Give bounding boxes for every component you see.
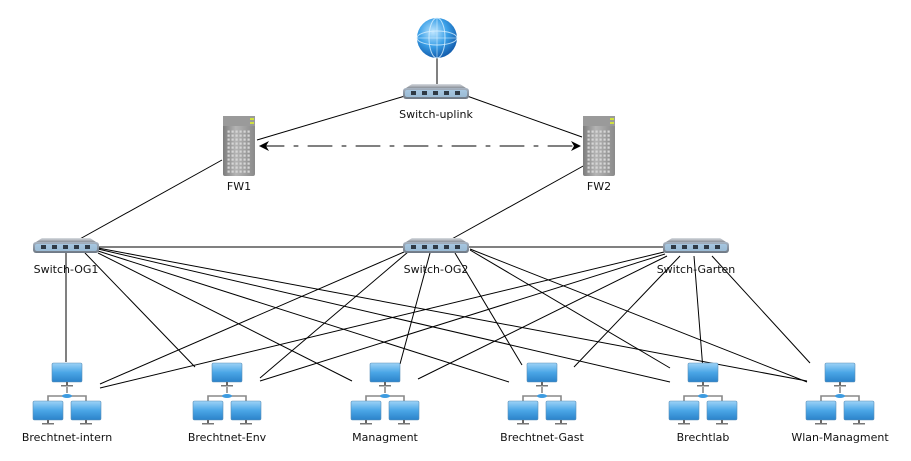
node-label: Switch-uplink (399, 108, 473, 121)
link-switch-og2-to-net-env (259, 251, 409, 379)
server-tower-icon (583, 116, 615, 176)
node-label: Switch-OG1 (34, 263, 99, 276)
network-group-icon (193, 363, 261, 425)
link-switch-og1-to-net-wlan (97, 247, 808, 382)
node-wlan-managment[interactable]: Wlan-Managment (791, 363, 889, 444)
node-label: Switch-Garten (657, 263, 736, 276)
node-label: FW2 (587, 180, 611, 193)
node-fw2[interactable]: FW2 (583, 116, 615, 193)
link-switch-garten-to-net-wlan (711, 255, 811, 364)
node-label: Managment (352, 431, 418, 444)
switch-icon (33, 238, 99, 253)
switch-icon (403, 84, 469, 99)
node-managment[interactable]: Managment (351, 363, 419, 444)
link-switch-garten-to-net-intern (99, 251, 665, 389)
link-fw1-to-switch-og1 (77, 159, 223, 241)
link-switch-og1-to-net-gast (97, 250, 510, 383)
link-switch-og1-to-net-env (84, 252, 196, 368)
network-group-icon (508, 363, 576, 425)
node-fw1[interactable]: FW1 (223, 116, 255, 193)
link-switch-garten-to-net-brechtlab (693, 255, 704, 371)
node-label: FW1 (227, 180, 251, 193)
network-group-icon (806, 363, 874, 425)
node-switch-og1[interactable]: Switch-OG1 (33, 238, 99, 276)
node-switch-uplink[interactable]: Switch-uplink (399, 84, 474, 121)
node-brechtnet-env[interactable]: Brechtnet-Env (188, 363, 267, 444)
node-switch-og2[interactable]: Switch-OG2 (403, 238, 469, 276)
link-switch-og2-to-net-wlan (469, 248, 808, 383)
link-fw2-to-switch-og2 (449, 164, 586, 241)
node-switch-garten[interactable]: Switch-Garten (657, 238, 736, 276)
link-switch-og1-to-net-brechtlab (97, 248, 671, 383)
link-switch-og2-to-net-intern (99, 251, 405, 385)
link-switch-garten-to-net-managment (417, 255, 668, 380)
node-brechtlab[interactable]: Brechtlab (669, 363, 737, 444)
node-label: Wlan-Managment (791, 431, 889, 444)
link-switch-og1-to-net-managment (97, 252, 353, 382)
node-brechtnet-intern[interactable]: Brechtnet-intern (22, 363, 112, 444)
link-switch-og2-to-net-managment (399, 252, 431, 365)
link-switch-og2-to-net-brechtlab (469, 249, 671, 369)
node-label: Brechtnet-Env (188, 431, 267, 444)
node-label: Brechtnet-Gast (500, 431, 584, 444)
link-switch-uplink-to-fw2 (466, 95, 583, 138)
switch-icon (403, 238, 469, 253)
server-tower-icon (223, 116, 255, 176)
globe-icon (416, 17, 458, 59)
links-layer (65, 58, 811, 389)
link-switch-uplink-to-fw1 (256, 95, 406, 141)
network-group-icon (33, 363, 101, 425)
switch-icon (663, 238, 729, 253)
link-switch-garten-to-net-gast (573, 255, 681, 368)
network-group-icon (669, 363, 737, 425)
link-switch-garten-to-net-env (259, 253, 666, 382)
node-label: Switch-OG2 (404, 263, 469, 276)
node-label: Brechtnet-intern (22, 431, 112, 444)
node-brechtnet-gast[interactable]: Brechtnet-Gast (500, 363, 585, 444)
network-group-icon (351, 363, 419, 425)
node-internet[interactable] (416, 17, 458, 59)
node-label: Brechtlab (677, 431, 730, 444)
